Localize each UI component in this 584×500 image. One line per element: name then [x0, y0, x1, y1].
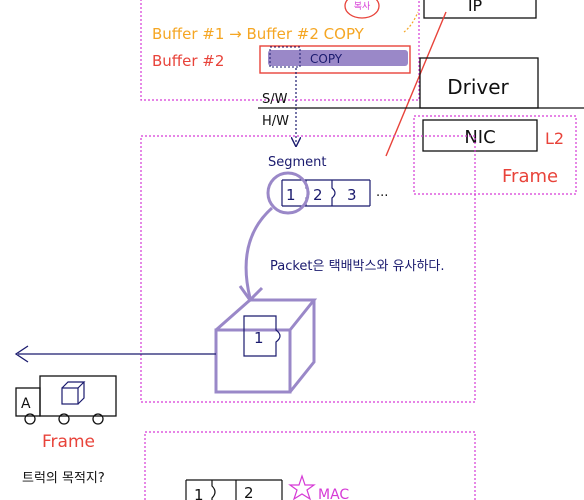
copy-note-circle — [344, 0, 380, 19]
bottom-pieces — [185, 479, 283, 500]
truck — [15, 375, 117, 425]
hw-label: H/W — [262, 114, 289, 129]
seg-piece-1: 1 — [286, 186, 296, 204]
segment-highlight-circle — [266, 171, 310, 215]
bottom-star-text: MAC — [318, 487, 349, 500]
frame-right-label: Frame — [502, 166, 558, 187]
box-piece-number: 1 — [254, 329, 264, 347]
frame-left-label: Frame — [42, 432, 95, 452]
truck-question: 트럭의 목적지? — [22, 471, 105, 486]
segment-ellipsis: ... — [376, 185, 388, 200]
ip-label: IP — [468, 0, 483, 15]
box-piece-outline — [243, 315, 281, 357]
sw-label: S/W — [262, 92, 288, 107]
bottom-piece-1: 1 — [194, 486, 204, 500]
box-to-truck-arrowhead — [14, 345, 29, 363]
nic-label: NIC — [464, 127, 495, 148]
segment-to-box-arrowhead — [238, 285, 264, 303]
copy-dotted-arrow — [403, 11, 419, 33]
seg-piece-3: 3 — [347, 186, 357, 204]
seg-piece-2: 2 — [313, 186, 323, 204]
segment-label: Segment — [268, 155, 327, 170]
bottom-region — [144, 431, 476, 500]
l2-label: L2 — [545, 129, 564, 148]
ip-box — [423, 0, 537, 19]
star-icon — [288, 474, 316, 500]
copy-bar-label: COPY — [310, 52, 343, 66]
bottom-piece-2: 2 — [244, 484, 254, 500]
copy-note-text: 복사 — [354, 1, 371, 12]
packet-note: Packet은 택배박스와 유사하다. — [270, 259, 445, 274]
copy-bar-dashed — [269, 46, 301, 68]
copy-bar — [268, 50, 408, 66]
truck-cargo-box — [61, 381, 86, 405]
segment-to-box-arrow — [244, 206, 273, 299]
buffer-region — [140, 0, 420, 101]
buffer-copy-line: Buffer #1 → Buffer #2 COPY — [152, 25, 365, 43]
buffer2-outline — [259, 45, 411, 74]
driver-label: Driver — [447, 75, 509, 99]
truck-letter: A — [21, 396, 31, 412]
ip-to-segment-line — [385, 11, 447, 157]
packet-box — [214, 298, 318, 394]
buffer2-label: Buffer #2 — [152, 52, 224, 70]
nic-region — [413, 115, 577, 195]
